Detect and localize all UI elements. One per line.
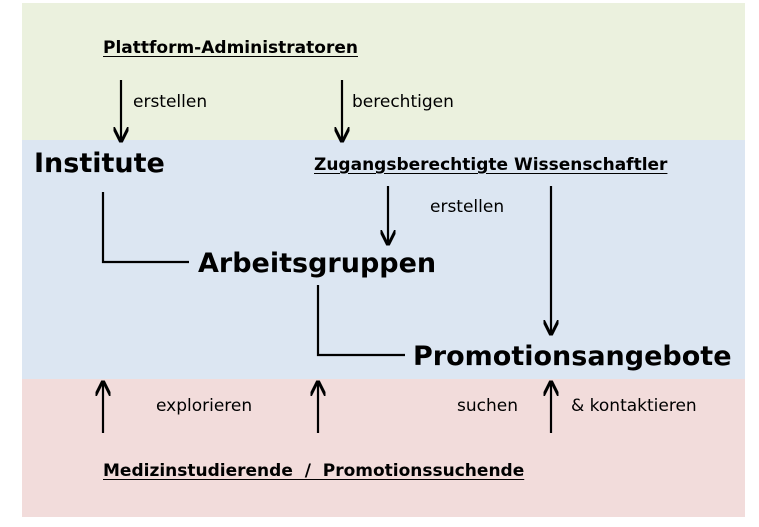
label-admin-create: erstellen xyxy=(133,92,208,112)
scientist-band xyxy=(22,140,745,379)
connector-institutes-groups xyxy=(101,192,189,264)
node-institutes: Institute xyxy=(34,148,165,179)
label-scientist-create: erstellen xyxy=(430,197,505,217)
label-search: suchen xyxy=(457,396,518,416)
student-band xyxy=(22,379,745,517)
node-doctoral-offers: Promotionsangebote xyxy=(413,341,732,372)
node-students: Medizinstudierende / Promotionssuchende xyxy=(103,461,525,481)
label-contact: & kontaktieren xyxy=(571,396,697,416)
label-explore: explorieren xyxy=(156,396,253,416)
node-work-groups: Arbeitsgruppen xyxy=(198,248,437,279)
label-admin-authorize: berechtigen xyxy=(352,92,454,112)
node-platform-admins: Plattform-Administratoren xyxy=(103,38,358,58)
admin-band xyxy=(22,3,745,140)
node-authorized-scientists: Zugangsberechtigte Wissenschaftler xyxy=(314,155,668,175)
connector-groups-offers xyxy=(316,285,405,357)
